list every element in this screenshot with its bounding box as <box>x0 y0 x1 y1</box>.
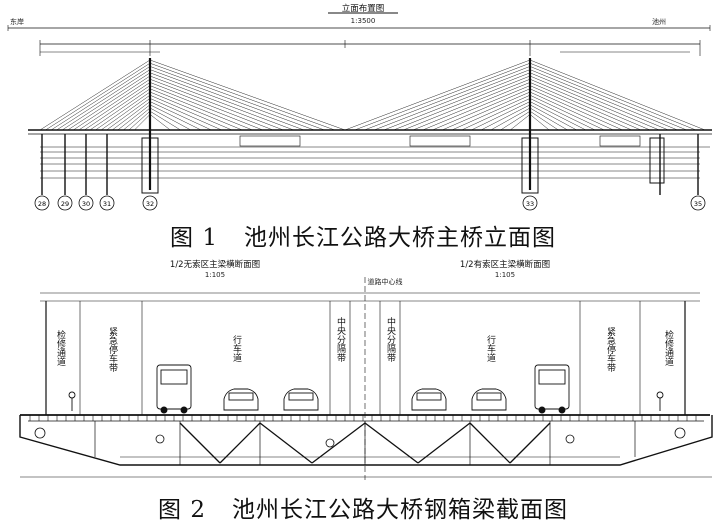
lane-label-right-median: 中央分隔带 <box>385 316 396 363</box>
pier-label: 33 <box>526 200 534 208</box>
person-icon <box>656 391 664 411</box>
car-icon <box>283 388 319 411</box>
bus-icon <box>156 364 192 414</box>
pier-marker <box>57 195 73 211</box>
pier-marker <box>78 195 94 211</box>
road-centerline-label: 道路中心线 <box>368 277 403 286</box>
right-bank-label: 池州 <box>652 17 666 26</box>
pier-label: 32 <box>146 200 154 208</box>
car-icon <box>223 388 259 411</box>
right-half-scale: 1:105 <box>495 271 515 279</box>
figure-2-title: 池州长江公路大桥钢箱梁截面图 <box>231 497 568 523</box>
elevation-drawing: 立面布置图 1:3500 东岸 池州 <box>7 3 712 211</box>
figure-2-number: 图 2 <box>158 497 206 523</box>
drawing-title: 立面布置图 <box>342 3 385 14</box>
drawing-scale: 1:3500 <box>351 17 376 25</box>
lane-label-left-carriageway: 行车道 <box>231 334 242 363</box>
car-icon <box>411 388 447 411</box>
lane-label-left-emergency: 紧急停车带 <box>107 327 118 373</box>
lane-label-right-maintenance: 检修通道 <box>663 329 674 367</box>
pier-label: 30 <box>82 200 90 208</box>
figure-1-caption: 图 1 池州长江公路大桥主桥立面图 <box>0 218 726 252</box>
pier-marker <box>99 195 115 211</box>
pier-marker <box>522 195 538 211</box>
figure-2-caption: 图 2 池州长江公路大桥钢箱梁截面图 <box>0 490 726 524</box>
pier-marker <box>142 195 158 211</box>
figure-1-title: 池州长江公路大桥主桥立面图 <box>243 225 556 251</box>
lane-label-right-carriageway: 行车道 <box>485 334 496 363</box>
lane-label-right-emergency: 紧急停车带 <box>605 327 616 373</box>
pier-label: 31 <box>103 200 111 208</box>
figure-1-elevation: 立面布置图 1:3500 东岸 池州 <box>0 0 726 215</box>
pier-label: 35 <box>694 200 702 208</box>
figure-2-cross-section: 1/2无索区主梁横断面图 1:105 1/2有索区主梁横断面图 1:105 道路… <box>0 255 726 485</box>
left-bank-label: 东岸 <box>10 17 24 26</box>
lane-label-left-maintenance: 检修通道 <box>55 329 66 367</box>
left-half-scale: 1:105 <box>205 271 225 279</box>
pier-marker <box>690 195 706 211</box>
pier-marker <box>34 195 50 211</box>
pier-label: 29 <box>61 200 69 208</box>
lane-label-left-median: 中央分隔带 <box>335 316 346 363</box>
figure-1-number: 图 1 <box>170 225 218 251</box>
bus-icon <box>534 364 570 414</box>
person-icon <box>68 391 76 411</box>
right-half-title: 1/2有索区主梁横断面图 <box>460 259 550 270</box>
pier-label: 28 <box>38 200 46 208</box>
left-half-title: 1/2无索区主梁横断面图 <box>170 259 260 270</box>
cross-section-drawing: 1/2无索区主梁横断面图 1:105 1/2有索区主梁横断面图 1:105 道路… <box>19 259 713 480</box>
car-icon <box>471 388 507 411</box>
